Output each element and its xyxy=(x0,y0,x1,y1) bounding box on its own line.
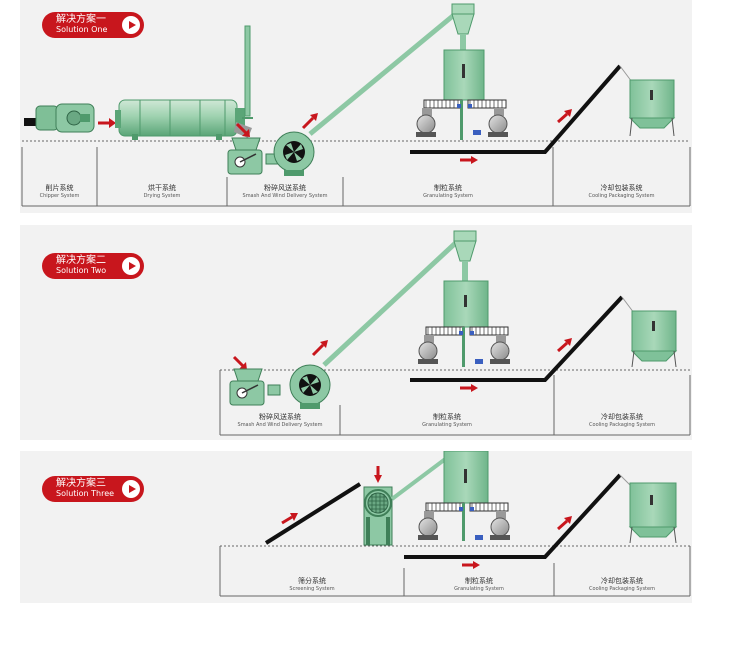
cooling-conveyor xyxy=(410,295,624,382)
section-label-en: Chipper System xyxy=(39,193,80,199)
flow-arrow xyxy=(301,113,318,130)
section-label-en: Granulating System xyxy=(423,193,473,199)
section-label-zh: 制粒系统 xyxy=(434,184,462,192)
flow-arrow xyxy=(557,109,572,124)
wood-chipper xyxy=(24,103,95,133)
pellet-mill xyxy=(416,108,436,137)
section-label-en: Granulating System xyxy=(422,422,472,428)
flow-arrow xyxy=(374,466,382,483)
badge-title: 解决方案二 xyxy=(56,255,106,266)
section-label-en: Cooling Packaging System xyxy=(589,586,655,592)
section-label: 制粒系统 Granulating System xyxy=(340,413,554,429)
delivery-fan xyxy=(267,364,331,409)
section-label-en: Cooling Packaging System xyxy=(589,422,655,428)
section-label: 冷却包装系统 Cooling Packaging System xyxy=(553,184,690,200)
pellet-mill xyxy=(488,108,508,137)
play-icon[interactable] xyxy=(122,480,140,498)
section-label-zh: 烘干系统 xyxy=(148,184,176,192)
granulating-tower xyxy=(423,3,507,140)
pneumatic-pipe xyxy=(390,455,450,501)
section-label-zh: 冷却包装系统 xyxy=(601,413,643,421)
section-label: 冷却包装系统 Cooling Packaging System xyxy=(554,577,690,593)
flow-arrow xyxy=(460,384,478,392)
solution-two-badge[interactable]: 解决方案二 Solution Two xyxy=(42,253,144,279)
section-label: 削片系统 Chipper System xyxy=(22,184,97,200)
screening-conveyor xyxy=(264,482,362,545)
section-label: 制粒系统 Granulating System xyxy=(404,577,554,593)
pellet-mill xyxy=(490,511,510,540)
solution-two-panel: 解决方案二 Solution Two xyxy=(20,225,692,440)
counterflow-cooler xyxy=(621,296,678,368)
section-label-zh: 制粒系统 xyxy=(433,413,461,421)
section-label-zh: 冷却包装系统 xyxy=(601,577,643,585)
badge-subtitle: Solution One xyxy=(56,25,108,34)
section-label-en: Granulating System xyxy=(454,586,504,592)
solution-three-badge[interactable]: 解决方案三 Solution Three xyxy=(42,476,144,502)
section-label-en: Cooling Packaging System xyxy=(588,193,655,199)
cooling-conveyor xyxy=(410,64,622,154)
flow-arrow xyxy=(462,561,480,569)
section-label: 烘干系统 Drying System xyxy=(97,184,227,200)
play-icon[interactable] xyxy=(122,257,140,275)
section-label-zh: 削片系统 xyxy=(45,184,74,192)
section-label-zh: 粉碎风送系统 xyxy=(264,184,306,192)
solution-three-diagram xyxy=(219,451,691,597)
counterflow-cooler xyxy=(619,65,676,137)
flow-arrow xyxy=(235,122,250,137)
hammer-mill xyxy=(229,368,265,406)
badge-subtitle: Solution Two xyxy=(56,266,107,275)
section-label-en: Screening System xyxy=(289,586,335,592)
pneumatic-pipe xyxy=(308,8,462,136)
pellet-mill xyxy=(418,335,438,364)
play-icon[interactable] xyxy=(122,16,140,34)
solution-one-panel: 解决方案一 Solution One xyxy=(20,0,692,213)
flow-arrow xyxy=(281,513,298,525)
section-label: 冷却包装系统 Cooling Packaging System xyxy=(554,413,690,429)
section-label-en: Drying System xyxy=(143,193,181,199)
section-label-zh: 粉碎风送系统 xyxy=(259,413,301,421)
solution-two-diagram xyxy=(219,230,691,436)
solution-one-diagram xyxy=(21,3,691,207)
badge-title: 解决方案一 xyxy=(56,14,106,25)
hammer-mill xyxy=(227,137,263,175)
section-label: 制粒系统 Granulating System xyxy=(343,184,553,200)
section-label-zh: 制粒系统 xyxy=(465,577,493,585)
section-label: 粉碎风送系统 Smash And Wind Delivery System xyxy=(220,413,340,429)
delivery-fan xyxy=(265,131,315,176)
section-label-en: Smash And Wind Delivery System xyxy=(237,422,323,428)
solution-one-badge[interactable]: 解决方案一 Solution One xyxy=(42,12,144,38)
flow-arrow xyxy=(460,156,478,164)
cooling-conveyor xyxy=(404,473,622,559)
flow-arrow xyxy=(232,355,247,370)
flow-arrow xyxy=(557,516,572,531)
flow-arrow xyxy=(557,338,572,353)
badge-subtitle: Solution Three xyxy=(56,489,115,498)
drum-screen xyxy=(363,486,393,546)
section-label-zh: 冷却包装系统 xyxy=(600,184,643,192)
section-label: 筛分系统 Screening System xyxy=(220,577,404,593)
section-label-en: Smash And Wind Delivery System xyxy=(242,193,328,199)
section-label-zh: 筛分系统 xyxy=(298,577,326,585)
pellet-mill xyxy=(418,511,438,540)
counterflow-cooler xyxy=(619,474,678,544)
badge-title: 解决方案三 xyxy=(56,478,106,489)
section-label: 粉碎风送系统 Smash And Wind Delivery System xyxy=(227,184,343,200)
pellet-mill xyxy=(490,335,510,364)
flow-arrow xyxy=(311,340,328,357)
flow-arrow xyxy=(98,118,116,128)
granulating-tower xyxy=(425,230,509,367)
solution-three-panel: 解决方案三 Solution Three xyxy=(20,451,692,603)
rotary-dryer xyxy=(115,25,253,140)
pneumatic-pipe xyxy=(322,235,464,367)
granulating-tower xyxy=(425,451,509,541)
